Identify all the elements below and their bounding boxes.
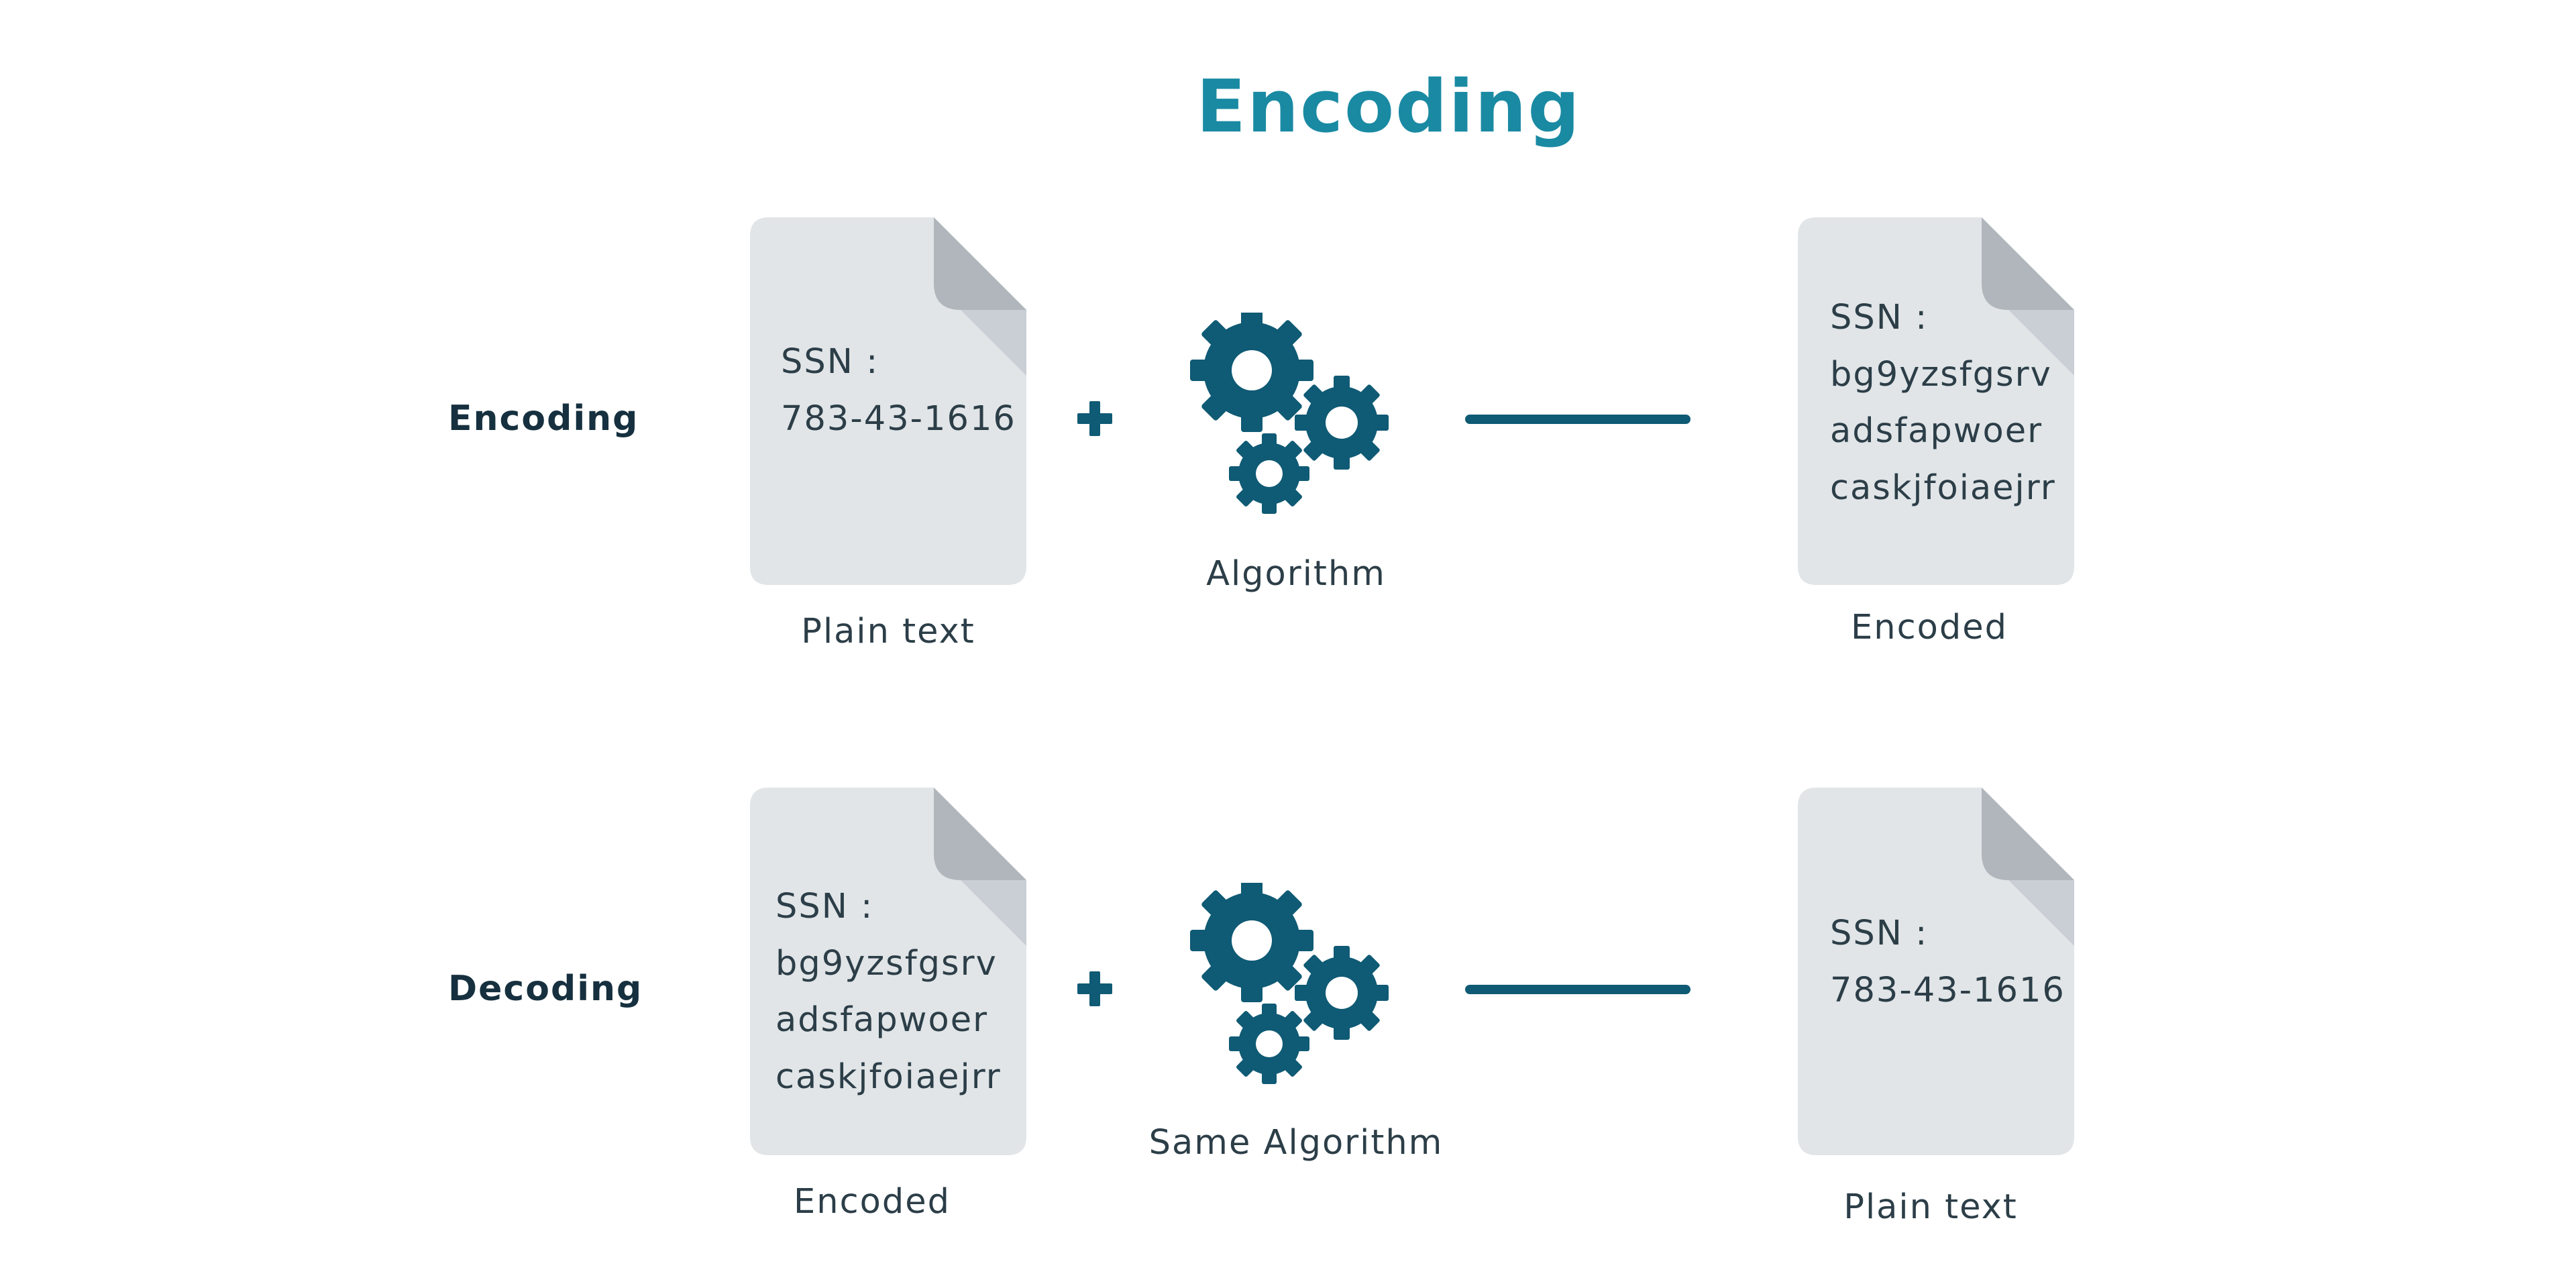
document-content: SSN : bg9yzsfgsrv adsfapwoer caskjfoiaej…: [1830, 290, 2056, 517]
caption-same-algorithm: Same Algorithm: [1148, 1123, 1444, 1163]
document-line: SSN :: [781, 342, 879, 382]
document-icon: [1798, 788, 2074, 1155]
row-label-encoding: Encoding: [448, 398, 639, 439]
gears-icon: [1190, 313, 1389, 514]
document-line: SSN :: [775, 887, 874, 926]
plus-icon: [1077, 971, 1112, 1006]
diagram-title: Encoding: [1196, 65, 1581, 149]
document-content: SSN : 783-43-1616: [781, 334, 1016, 447]
caption-algorithm: Algorithm: [1206, 554, 1386, 594]
document-plain-text: SSN : 783-43-1616: [1798, 788, 2074, 1155]
plus-icon: [1077, 401, 1112, 436]
document-encoded: SSN : bg9yzsfgsrv adsfapwoer caskjfoiaej…: [750, 788, 1026, 1155]
document-line: 783-43-1616: [1830, 970, 2065, 1010]
caption-plain-text: Plain text: [801, 612, 975, 651]
document-line: bg9yzsfgsrv: [775, 943, 998, 983]
caption-encoded: Encoded: [794, 1182, 951, 1222]
gears-icon: [1190, 883, 1389, 1084]
document-encoded: SSN : bg9yzsfgsrv adsfapwoer caskjfoiaej…: [1798, 217, 2074, 585]
document-line: adsfapwoer: [775, 1000, 989, 1040]
document-line: caskjfoiaejrr: [1830, 468, 2056, 508]
document-line: bg9yzsfgsrv: [1830, 354, 2052, 394]
document-line: caskjfoiaejrr: [775, 1057, 1002, 1097]
connector-line: [1465, 985, 1690, 994]
document-line: adsfapwoer: [1830, 411, 2043, 451]
document-content: SSN : 783-43-1616: [1830, 906, 2065, 1019]
connector-line: [1465, 415, 1690, 424]
document-icon: [750, 217, 1026, 585]
document-icon: [750, 788, 1026, 1155]
document-plain-text: SSN : 783-43-1616: [750, 217, 1026, 585]
caption-plain-text: Plain text: [1843, 1187, 2018, 1227]
document-content: SSN : bg9yzsfgsrv adsfapwoer caskjfoiaej…: [775, 879, 1002, 1106]
document-line: SSN :: [1830, 914, 1929, 953]
document-line: 783-43-1616: [781, 398, 1016, 439]
row-label-decoding: Decoding: [448, 969, 643, 1009]
document-line: SSN :: [1830, 298, 1929, 337]
caption-encoded: Encoded: [1851, 608, 2008, 647]
document-icon: [1798, 217, 2074, 585]
